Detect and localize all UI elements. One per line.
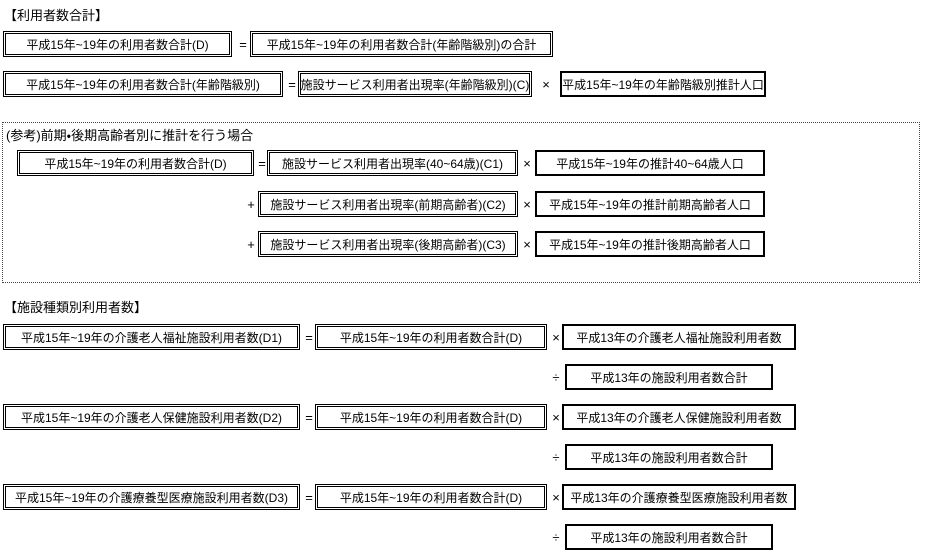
multiply-operator: × (523, 155, 531, 171)
section-title-by-facility-type: 【施設種類別利用者数】 (4, 300, 148, 315)
equals-operator: = (288, 76, 296, 92)
box-population-early-elderly: 平成15年~19年の推計前期高齢者人口 (535, 191, 765, 217)
box-ref-total-users-d: 平成15年~19年の利用者数合計(D) (17, 150, 254, 176)
multiply-operator: × (552, 409, 560, 425)
box-h13-total-facility-users: 平成13年の施設利用者数合計 (565, 524, 773, 550)
multiply-operator: × (552, 489, 560, 505)
multiply-operator: × (542, 76, 550, 92)
box-users-health-facility-d2: 平成15年~19年の介護老人保健施設利用者数(D2) (3, 404, 300, 430)
box-population-40-64: 平成15年~19年の推計40~64歳人口 (535, 150, 765, 176)
box-h13-total-facility-users: 平成13年の施設利用者数合計 (565, 444, 773, 470)
reference-dotted-frame (2, 122, 920, 283)
divide-operator: ÷ (552, 369, 560, 385)
plus-operator: + (247, 196, 255, 212)
section-title-total-users: 【利用者数合計】 (4, 8, 109, 23)
box-total-users-by-ageclass-sum: 平成15年~19年の利用者数合計(年齢階級別)の合計 (250, 31, 553, 57)
box-total-users-d: 平成15年~19年の利用者数合計(D) (315, 324, 547, 350)
multiply-operator: × (523, 236, 531, 252)
reference-title: (参考)前期・後期高齢者別に推計を行う場合 (6, 128, 254, 143)
box-population-late-elderly: 平成15年~19年の推計後期高齢者人口 (535, 231, 765, 257)
box-total-users-d: 平成15年~19年の利用者数合計(D) (315, 404, 547, 430)
box-total-users-by-ageclass: 平成15年~19年の利用者数合計(年齢階級別) (3, 71, 283, 97)
box-total-users-d: 平成15年~19年の利用者数合計(D) (315, 484, 547, 510)
box-rate-c1: 施設サービス利用者出現率(40~64歳)(C1) (267, 150, 518, 176)
equals-operator: = (239, 36, 247, 52)
box-rate-c3: 施設サービス利用者出現率(後期高齢者)(C3) (258, 231, 518, 257)
divide-operator: ÷ (552, 529, 560, 545)
box-h13-health-facility-users: 平成13年の介護老人保健施設利用者数 (562, 404, 796, 430)
divide-operator: ÷ (552, 449, 560, 465)
box-rate-c2: 施設サービス利用者出現率(前期高齢者)(C2) (258, 191, 518, 217)
box-users-welfare-facility-d1: 平成15年~19年の介護老人福祉施設利用者数(D1) (3, 324, 300, 350)
box-projected-population-by-ageclass: 平成15年~19年の年齢階級別推計人口 (560, 71, 766, 97)
box-h13-welfare-facility-users: 平成13年の介護老人福祉施設利用者数 (562, 324, 796, 350)
multiply-operator: × (523, 196, 531, 212)
equals-operator: = (305, 409, 313, 425)
box-h13-medical-facility-users: 平成13年の介護療養型医療施設利用者数 (562, 484, 796, 510)
multiply-operator: × (552, 329, 560, 345)
box-service-appearance-rate-c: 施設サービス利用者出現率(年齢階級別)(C) (298, 71, 532, 97)
equals-operator: = (258, 155, 266, 171)
plus-operator: + (247, 236, 255, 252)
box-total-users-d: 平成15年~19年の利用者数合計(D) (3, 31, 232, 57)
box-h13-total-facility-users: 平成13年の施設利用者数合計 (565, 364, 773, 390)
box-users-medical-facility-d3: 平成15年~19年の介護療養型医療施設利用者数(D3) (3, 484, 300, 510)
equals-operator: = (305, 329, 313, 345)
equals-operator: = (305, 489, 313, 505)
